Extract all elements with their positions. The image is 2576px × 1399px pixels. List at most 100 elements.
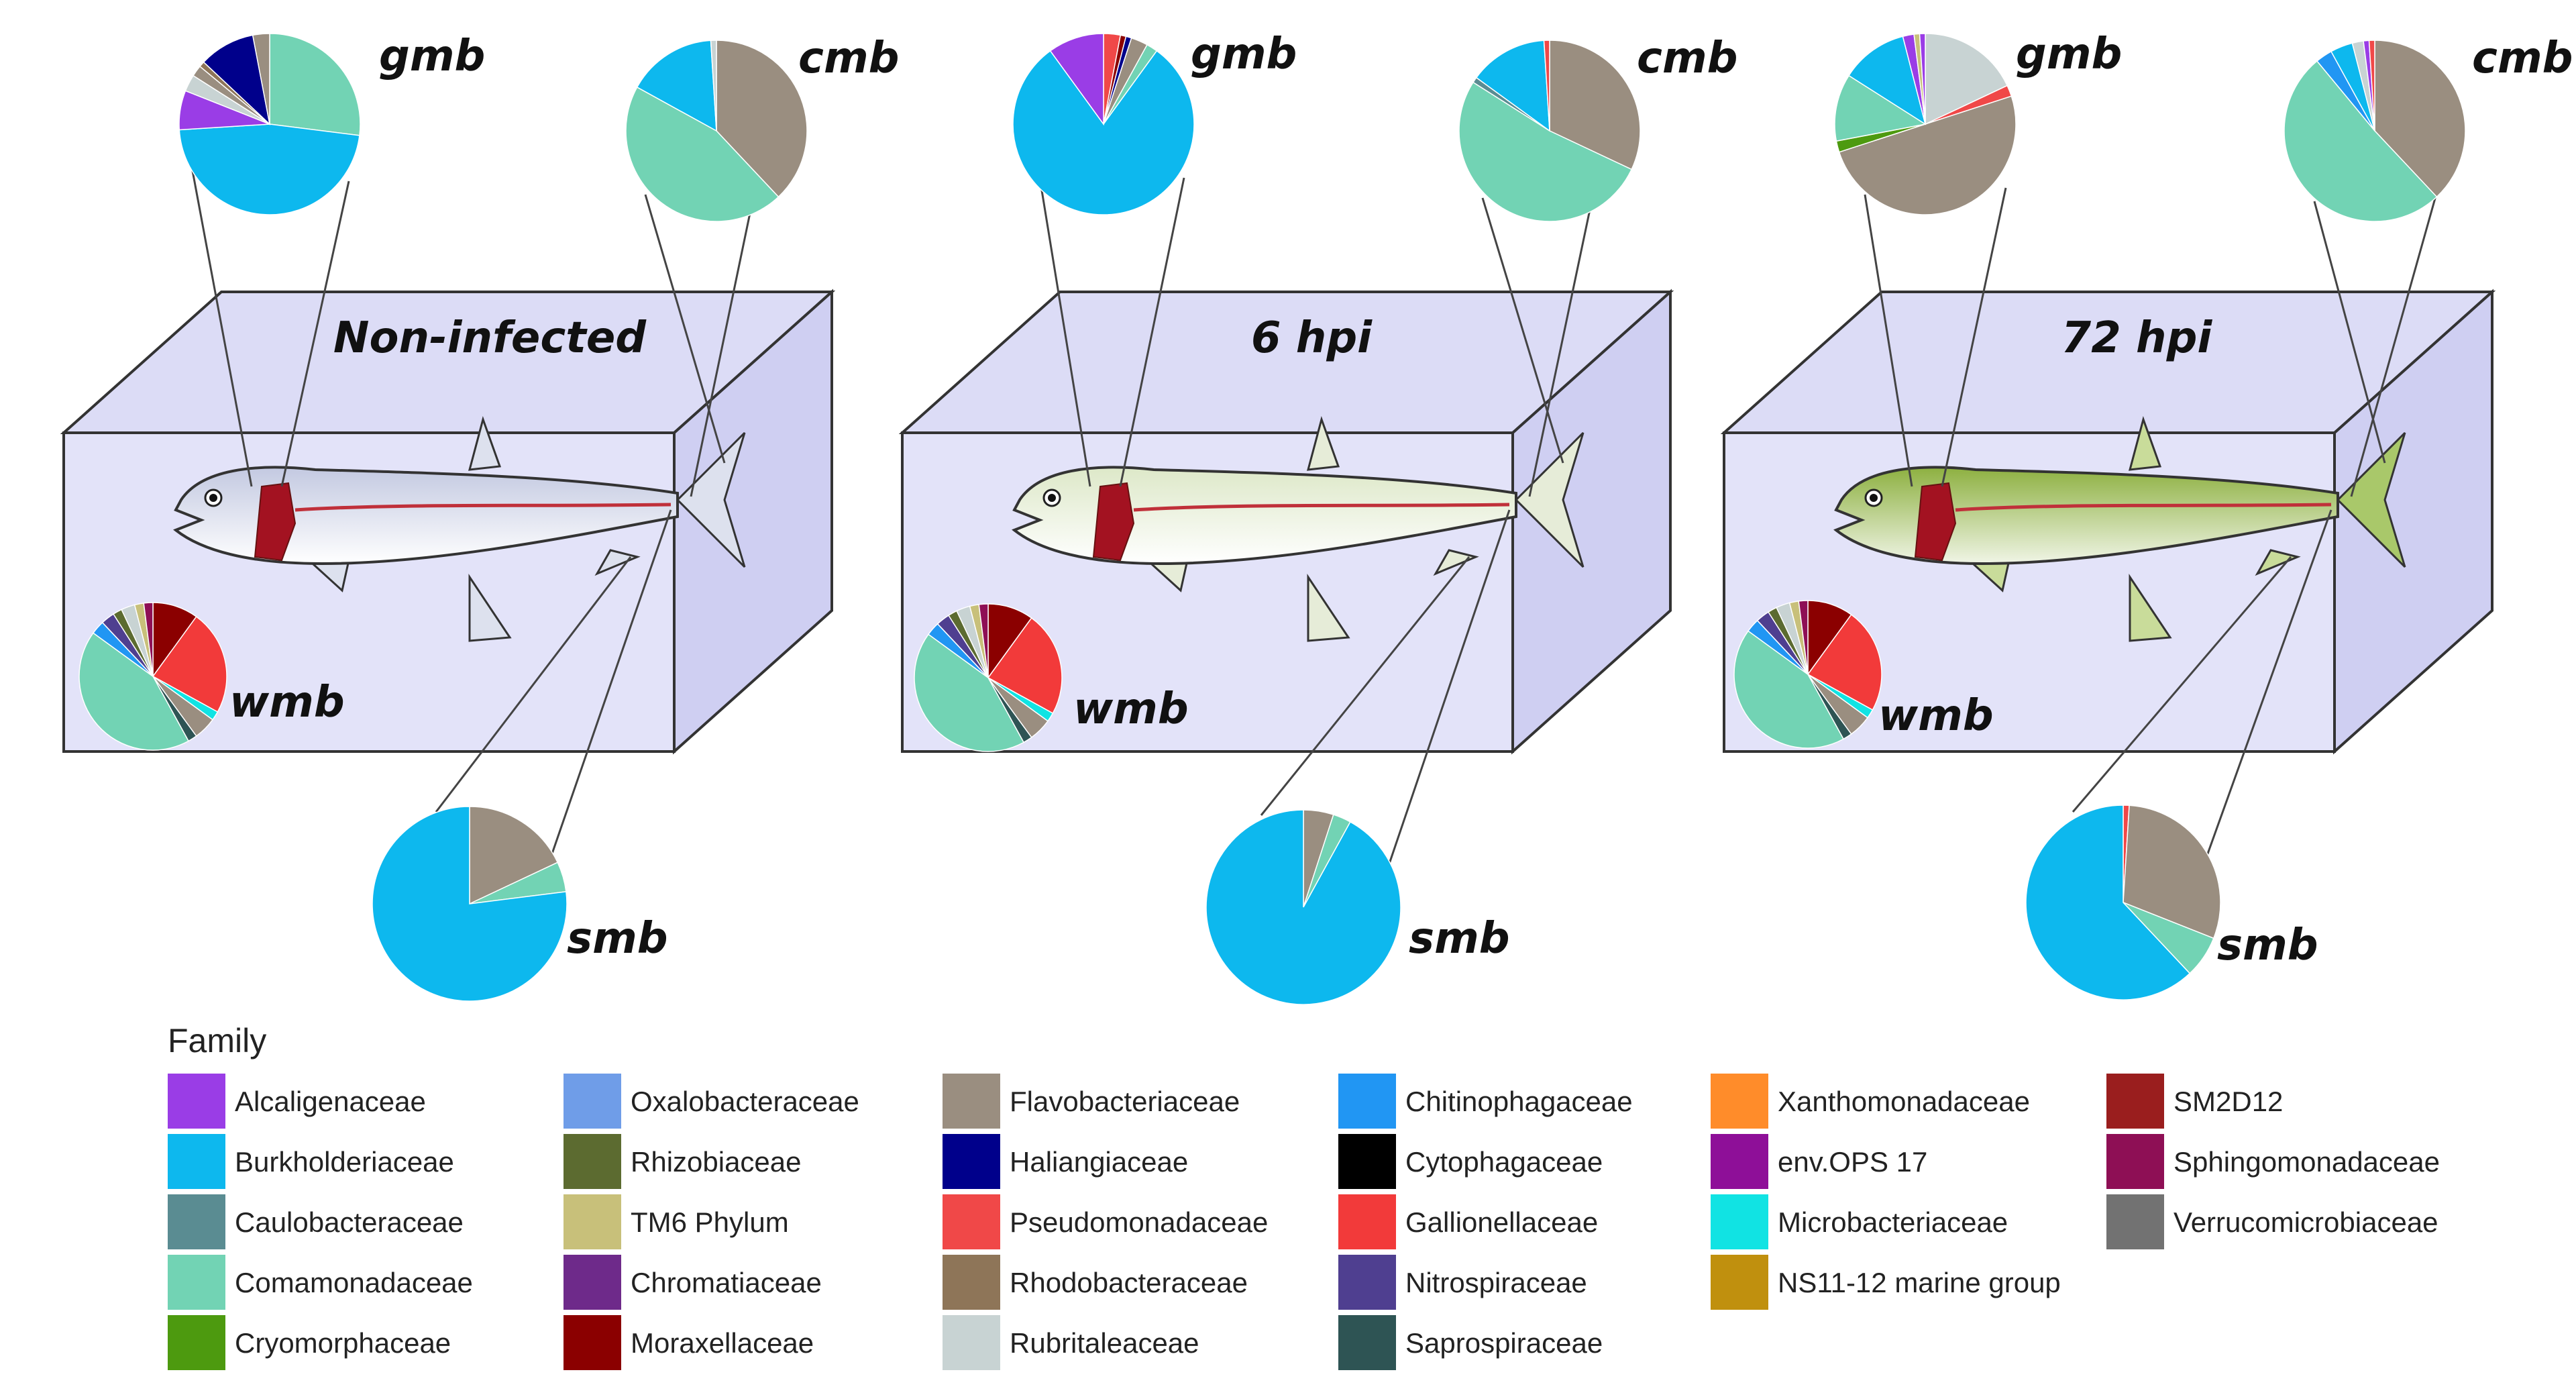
condition-label: 72 hpi	[2061, 313, 2213, 363]
pie-slice-pseudomonadaceae	[1543, 40, 1550, 132]
legend-item: Burkholderiaceae	[168, 1134, 454, 1189]
pie-slice-haliangiaceae	[203, 34, 271, 126]
smb-label: smb	[1409, 914, 1510, 964]
legend-swatch	[1338, 1255, 1396, 1310]
pie-slice-flavobacteriaceae	[469, 806, 559, 905]
leader-lines	[1864, 174, 2443, 856]
pie-slice-gallionellaceae	[1807, 613, 1882, 711]
legend-label: Alcaligenaceae	[235, 1086, 426, 1117]
pie-slice-burkholderiaceae	[2025, 805, 2191, 1000]
gmb-label: gmb	[379, 32, 485, 81]
pie-slice-burkholderiaceae	[1847, 36, 1927, 125]
pie-slice-comamonadaceae	[2284, 60, 2438, 222]
legend-swatch	[564, 1315, 621, 1370]
legend-item: Moraxellaceae	[564, 1315, 814, 1370]
legend-label: Verrucomicrobiaceae	[2174, 1206, 2438, 1238]
legend-swatch	[1338, 1194, 1396, 1249]
legend-item: Rubritaleaceae	[943, 1315, 1199, 1370]
pie-slice-sphingomonadaceae	[978, 603, 989, 678]
legend-swatch	[943, 1074, 1000, 1129]
pie-slice-alcaligenaceae	[1049, 33, 1104, 126]
pie-slice-burkholderiaceae	[636, 40, 717, 132]
fish	[173, 415, 746, 642]
pie-slice-comamonadaceae	[78, 632, 190, 751]
pie-smb	[2025, 805, 2221, 1000]
pie-wmb	[914, 603, 1063, 752]
legend-label: Cryomorphaceae	[235, 1327, 451, 1359]
legend-swatch	[943, 1255, 1000, 1310]
legend-item: SM2D12	[2106, 1074, 2283, 1129]
legend-item: Verrucomicrobiaceae	[2106, 1194, 2438, 1249]
legend-label: Rubritaleaceae	[1010, 1327, 1199, 1359]
legend-swatch	[1711, 1074, 1768, 1129]
cmb-label: cmb	[798, 34, 899, 83]
condition-label: Non-infected	[333, 313, 647, 363]
legend-item: Chitinophagaceae	[1338, 1074, 1633, 1129]
wmb-label: wmb	[229, 678, 345, 727]
pie-wmb	[78, 602, 227, 751]
wmb-label: wmb	[1073, 684, 1189, 734]
legend-items: AlcaligenaceaeBurkholderiaceaeCaulobacte…	[168, 1074, 2440, 1370]
panel-6-hpi: 6 hpi gmb cmb wmb smb	[898, 30, 1737, 1005]
legend-label: Comamonadaceae	[235, 1267, 473, 1298]
pie-gmb	[1012, 33, 1195, 215]
smb-label: smb	[2217, 921, 2318, 970]
pie-slice-comamonadaceae	[1834, 74, 1927, 142]
pie-slice-gallionellaceae	[152, 615, 227, 713]
legend-label: Chromatiaceae	[631, 1267, 822, 1298]
pie-slice-sphingomonadaceae	[143, 602, 154, 677]
legend-item: Haliangiaceae	[943, 1134, 1188, 1189]
legend-swatch	[1711, 1255, 1768, 1310]
legend-item: Saprospiraceae	[1338, 1315, 1603, 1370]
legend-label: NS11-12 marine group	[1778, 1267, 2061, 1298]
legend-swatch	[943, 1194, 1000, 1249]
legend-swatch	[2106, 1074, 2164, 1129]
pie-slice-comamonadaceae	[625, 86, 780, 222]
legend-swatch	[2106, 1194, 2164, 1249]
legend-item: Flavobacteriaceae	[943, 1074, 1240, 1129]
leader-lines	[1035, 157, 1598, 866]
cmb-label: cmb	[1637, 34, 1737, 83]
pie-slice-burkholderiaceae	[1475, 40, 1550, 132]
legend-swatch	[943, 1134, 1000, 1189]
fish	[1012, 415, 1585, 642]
legend-swatch	[168, 1194, 225, 1249]
legend-item: Gallionellaceae	[1338, 1194, 1598, 1249]
legend-item: Alcaligenaceae	[168, 1074, 426, 1129]
pie-cmb	[1458, 40, 1641, 222]
pie-slice-flavobacteriaceae	[1838, 95, 2017, 215]
condition-label: 6 hpi	[1251, 313, 1373, 363]
legend-label: Rhodobacteraceae	[1010, 1267, 1248, 1298]
pie-gmb	[178, 33, 361, 215]
legend: Family AlcaligenaceaeBurkholderiaceaeCau…	[168, 1022, 2440, 1370]
legend-label: Microbacteriaceae	[1778, 1206, 2008, 1238]
legend-item: NS11-12 marine group	[1711, 1255, 2061, 1310]
pie-slice-flavobacteriaceae	[716, 40, 808, 198]
legend-label: Flavobacteriaceae	[1010, 1086, 1240, 1117]
legend-label: Burkholderiaceae	[235, 1146, 454, 1178]
legend-swatch	[168, 1074, 225, 1129]
pie-slice-rubritaleaceae	[710, 40, 717, 132]
pie-smb	[372, 806, 568, 1002]
legend-label: TM6 Phylum	[631, 1206, 789, 1238]
legend-item: Caulobacteraceae	[168, 1194, 464, 1249]
leader-lines	[188, 152, 759, 856]
legend-label: Rhizobiaceae	[631, 1146, 802, 1178]
pie-smb	[1205, 809, 1401, 1005]
pie-slice-burkholderiaceae	[178, 123, 360, 215]
legend-label: Saprospiraceae	[1405, 1327, 1603, 1359]
legend-label: Xanthomonadaceae	[1778, 1086, 2030, 1117]
pie-slice-burkholderiaceae	[372, 806, 568, 1002]
gmb-label: gmb	[2016, 30, 2122, 79]
legend-swatch	[168, 1134, 225, 1189]
legend-label: Haliangiaceae	[1010, 1146, 1188, 1178]
pie-slice-comamonadaceae	[269, 33, 361, 136]
legend-swatch	[564, 1194, 621, 1249]
pie-slice-flavobacteriaceae	[2374, 40, 2466, 198]
pie-slice-comamonadaceae	[1458, 81, 1633, 222]
legend-label: Moraxellaceae	[631, 1327, 814, 1359]
pie-slice-pseudomonadaceae	[2368, 40, 2375, 132]
legend-item: Oxalobacteraceae	[564, 1074, 859, 1129]
pie-slice-sphingomonadaceae	[1798, 600, 1809, 675]
pie-cmb	[2284, 40, 2466, 222]
